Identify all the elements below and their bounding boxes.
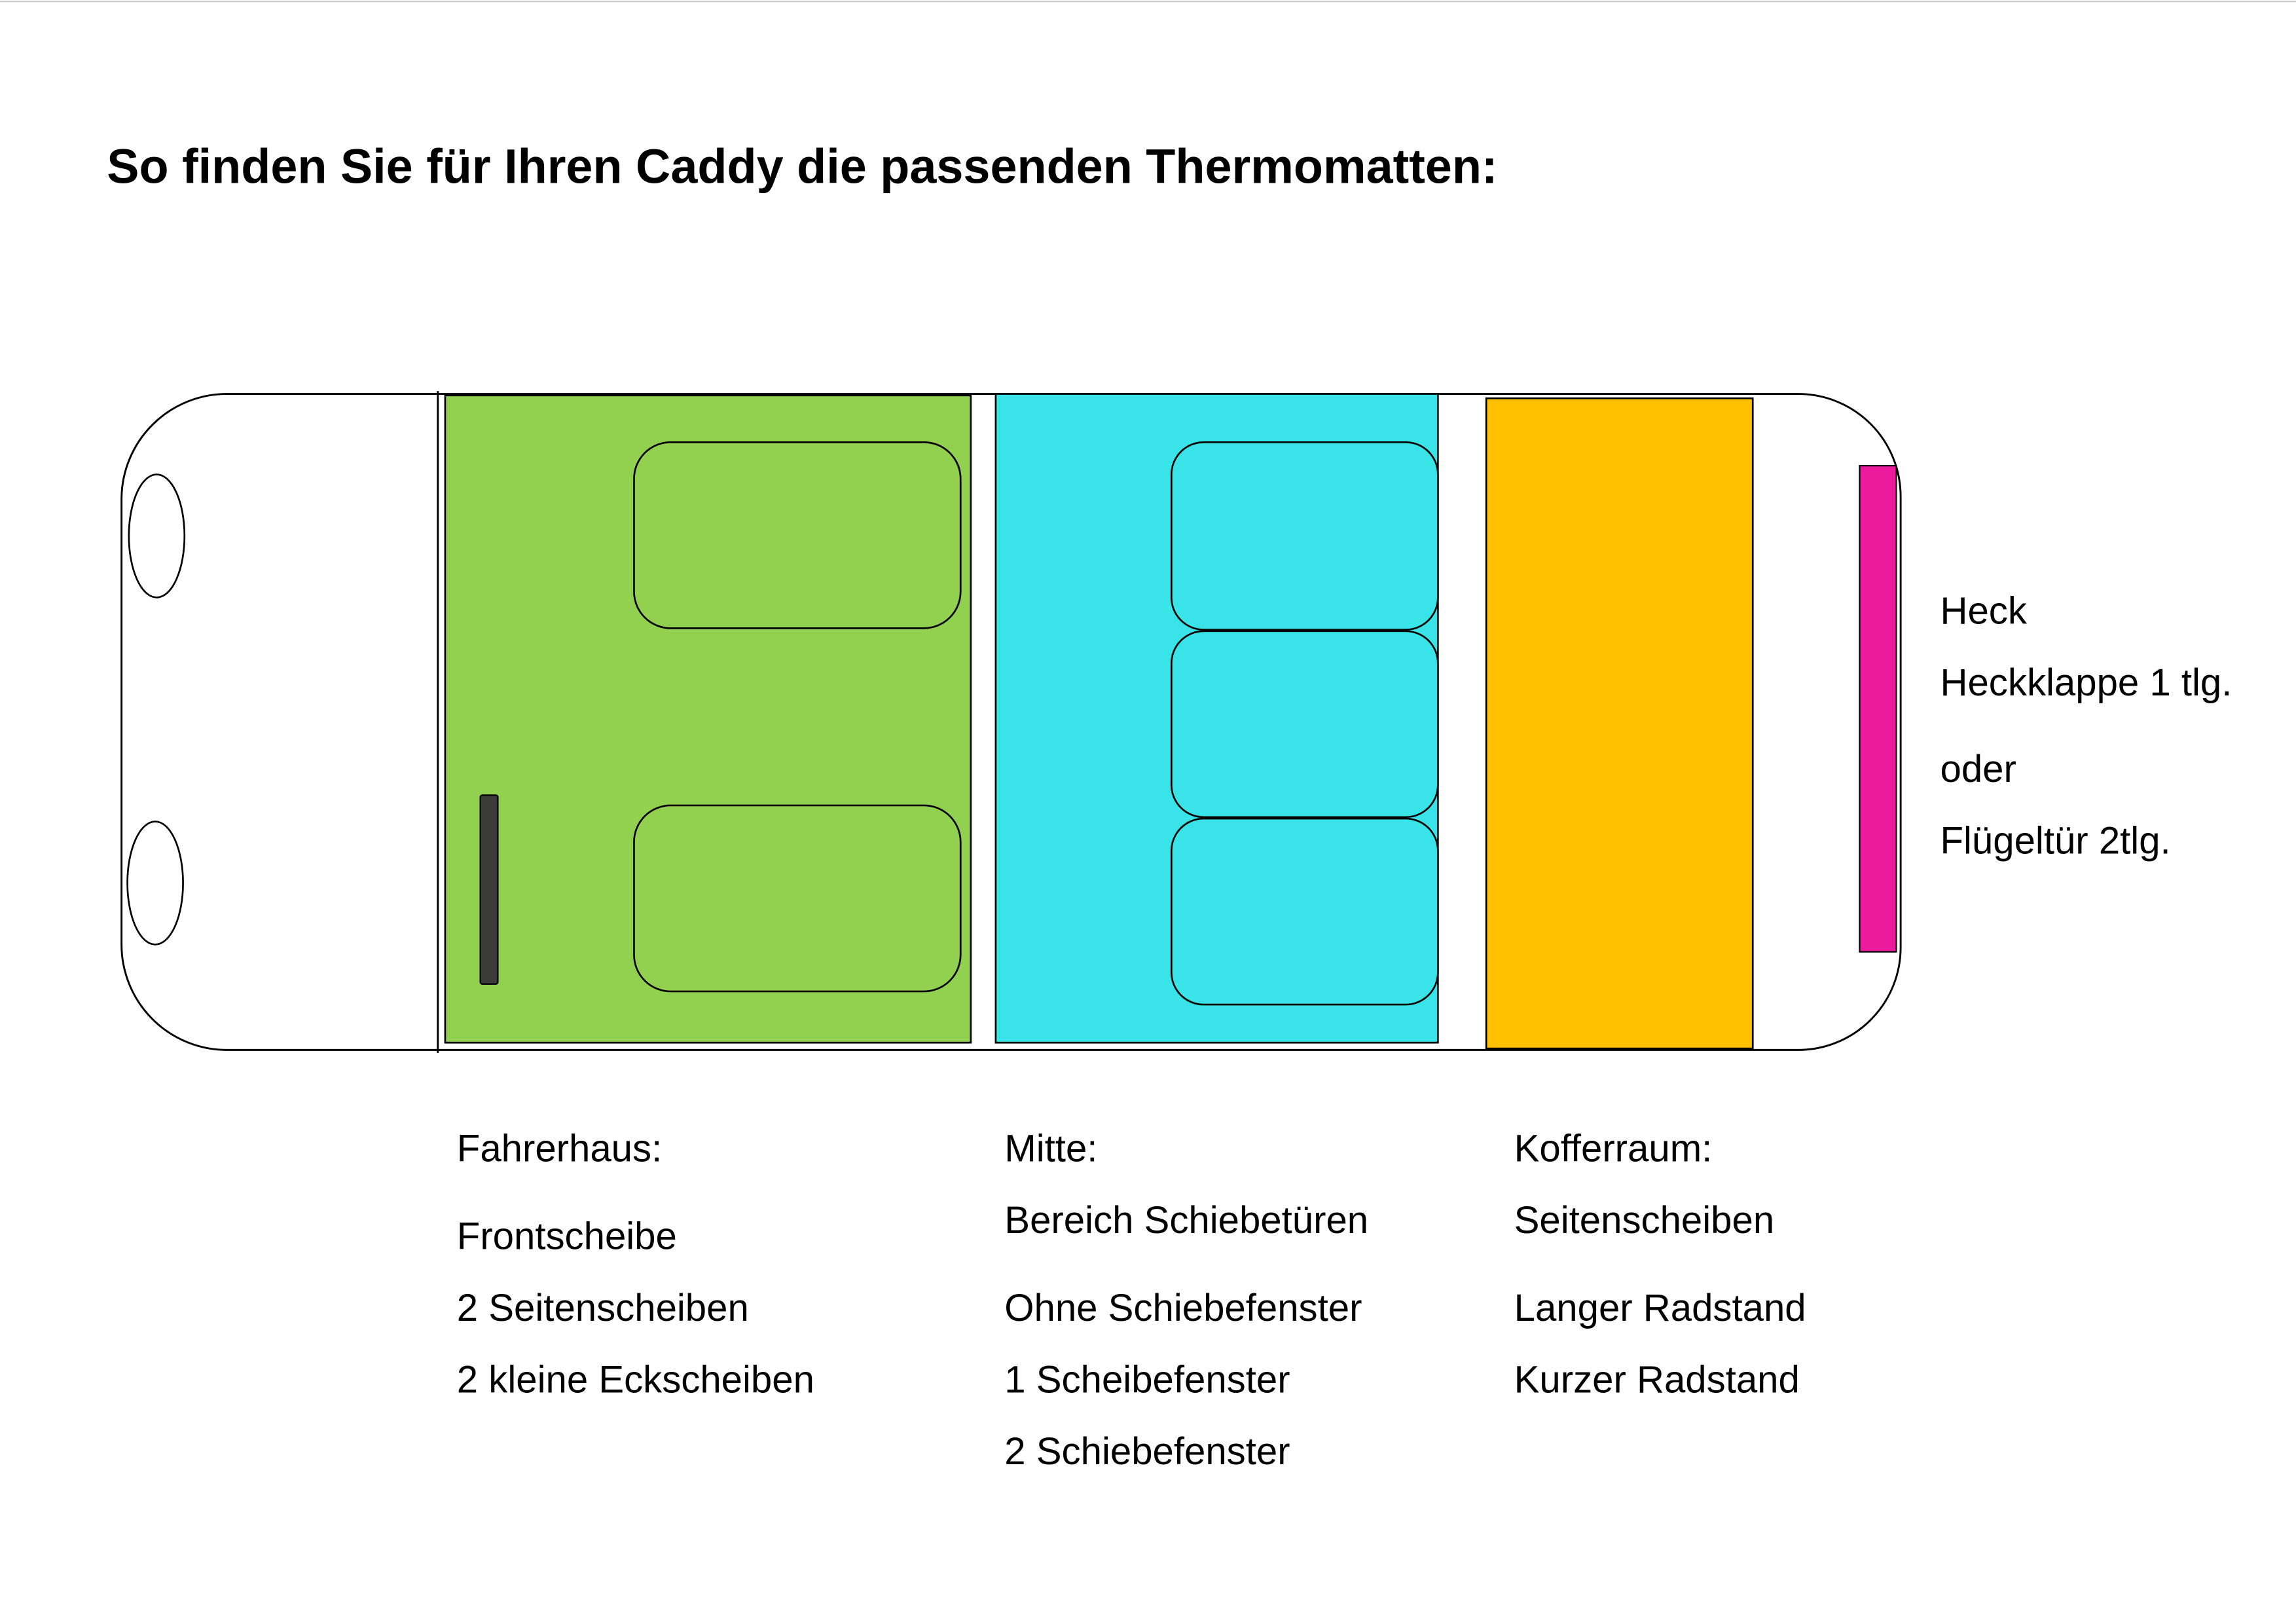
kofferraum-item: Kurzer Radstand: [1514, 1359, 1800, 1401]
front-corner-window: [479, 794, 499, 985]
zone-heck: [1859, 465, 1897, 953]
fahrerhaus-item: 2 kleine Eckscheiben: [457, 1359, 814, 1401]
kofferraum-subheading: Seitenscheiben: [1514, 1199, 1775, 1242]
side-window-top: [633, 441, 962, 629]
sliding-window-1: [1170, 441, 1439, 631]
heck-option-1: Heckklappe 1 tlg.: [1941, 661, 2232, 704]
sliding-window-2: [1170, 630, 1439, 819]
kofferraum-item: Langer Radstand: [1514, 1287, 1806, 1329]
heck-or: oder: [1941, 748, 2016, 790]
side-window-bottom: [633, 804, 962, 993]
mitte-item: 1 Scheibefenster: [1004, 1359, 1290, 1401]
kofferraum-heading: Kofferraum:: [1514, 1127, 1713, 1170]
headlight-bottom: [126, 821, 184, 946]
mitte-item: 2 Schiebefenster: [1004, 1430, 1290, 1473]
heck-option-2: Flügeltür 2tlg.: [1941, 820, 2171, 862]
page-title: So finden Sie für Ihren Caddy die passen…: [107, 139, 1497, 194]
zone-kofferraum: [1485, 397, 1754, 1050]
mitte-subheading: Bereich Schiebetüren: [1004, 1199, 1368, 1242]
mitte-heading: Mitte:: [1004, 1127, 1097, 1170]
fahrerhaus-heading: Fahrerhaus:: [457, 1127, 662, 1170]
fahrerhaus-item: Frontscheibe: [457, 1215, 677, 1258]
mitte-item: Ohne Schiebefenster: [1004, 1287, 1362, 1329]
heck-heading: Heck: [1941, 590, 2028, 633]
sliding-window-3: [1170, 817, 1439, 1006]
fahrerhaus-item: 2 Seitenscheiben: [457, 1287, 749, 1329]
headlight-top: [128, 473, 186, 599]
